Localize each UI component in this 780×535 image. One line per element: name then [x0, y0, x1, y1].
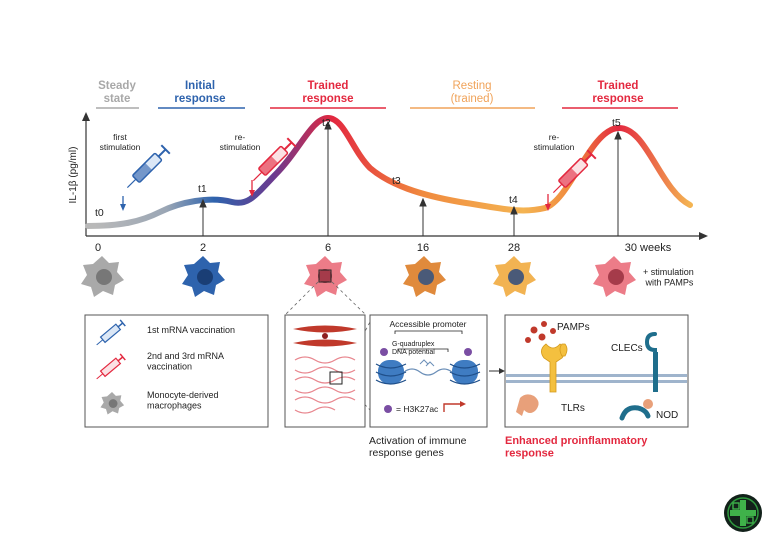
journal-logo	[724, 494, 762, 532]
timepoint-markers	[199, 120, 622, 236]
h3k27ac-label: = H3K27ac	[396, 404, 439, 414]
pamps-dots-icon	[525, 321, 556, 343]
label-t1: t1	[198, 183, 207, 195]
clec-receptor-icon	[644, 332, 658, 392]
nod-label: NOD	[656, 410, 678, 421]
nod-receptor-icon	[619, 399, 653, 421]
x-tick-labels: 0 2 6 16 28 30 weeks	[95, 242, 672, 254]
y-axis-label: IL-1β (pg/ml)	[68, 147, 79, 204]
syringe-red-icon-1	[252, 137, 297, 182]
promoter-title: Accessible promoter	[389, 319, 466, 329]
legend-macrophage-icon	[100, 392, 125, 415]
macrophage-grey-icon	[81, 256, 124, 297]
tick-30-weeks: 30 weeks	[625, 242, 672, 254]
syringe-red-icon-2	[552, 149, 597, 194]
tlr-intracellular-icon	[516, 394, 539, 416]
tick-28: 28	[508, 242, 520, 254]
legend-syringe-red-icon	[96, 353, 126, 380]
il1b-response-curve	[85, 114, 693, 229]
h3k27ac-mark-right-icon	[464, 348, 472, 356]
chromatin-fiber	[294, 356, 356, 414]
tick-16: 16	[417, 242, 429, 254]
transcription-arrow-icon	[443, 403, 462, 412]
re-stimulation-label-2: re-stimulation	[534, 132, 575, 152]
macrophage-orange-icon	[403, 256, 446, 297]
legend-syringe-blue-icon	[96, 319, 126, 346]
tlrs-label: TLRs	[561, 403, 585, 414]
tick-0: 0	[95, 242, 101, 254]
h3k27ac-legend-icon	[384, 405, 392, 413]
macrophage-cells	[81, 256, 636, 297]
tick-2: 2	[200, 242, 206, 254]
pamps-label: PAMPs	[557, 322, 590, 333]
label-t3: t3	[392, 175, 401, 187]
clecs-label: CLECs	[611, 343, 643, 354]
chromosome-box	[284, 314, 366, 428]
label-t4: t4	[509, 194, 518, 206]
axes	[82, 112, 708, 240]
macrophage-red-icon-2	[593, 256, 636, 297]
receptor-box: PAMPs TLRs CLECs NOD	[504, 314, 689, 428]
macrophage-red-icon-1	[304, 256, 347, 297]
tick-6: 6	[325, 242, 331, 254]
label-t5: t5	[612, 117, 621, 129]
timepoint-labels: t0 t1 t2 t3 t4 t5	[95, 117, 621, 219]
nucleosome-left-icon	[375, 360, 407, 385]
re-stimulation-label-1: re-stimulation	[220, 132, 261, 152]
legend-item-1: 1st mRNA vaccination	[147, 325, 235, 335]
label-t2: t2	[322, 117, 331, 129]
label-t0: t0	[95, 207, 104, 219]
nucleosome-right-icon	[449, 360, 481, 385]
pamps-stimulation-note: + stimulation with PAMPs	[643, 267, 694, 287]
phase-resting: Resting(trained)	[451, 80, 494, 105]
h3k27ac-mark-left-icon	[380, 348, 388, 356]
macrophage-yellow-icon	[493, 256, 536, 297]
syringe-blue-icon	[126, 144, 171, 189]
chromosome-icon	[293, 325, 357, 347]
macrophage-blue-icon	[182, 256, 225, 297]
tlr-receptor-icon	[541, 343, 568, 393]
